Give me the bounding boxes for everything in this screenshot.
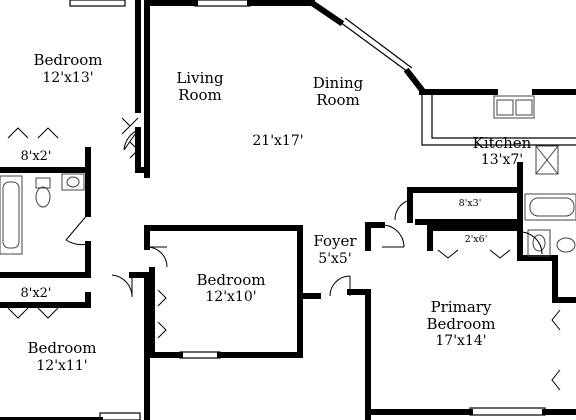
door-primary — [381, 224, 405, 248]
door-closet-right — [394, 199, 411, 221]
fixtures — [0, 95, 576, 257]
dims-closet-right-small: 2'x6' — [465, 234, 488, 245]
kitchen-sink — [493, 95, 535, 119]
toilet-left — [35, 177, 51, 189]
window-diagonal-dining — [339, 17, 413, 73]
door-bottom-left-bedroom — [111, 274, 133, 298]
door-center-bedroom — [146, 246, 168, 268]
label-living-1: Living — [176, 69, 224, 87]
closet-door-mid — [7, 307, 59, 319]
label-primary-1: Primary — [431, 298, 492, 316]
bathtub-right — [524, 193, 576, 221]
window-top-living — [194, 0, 251, 7]
dims-foyer: 5'x5' — [318, 251, 351, 267]
dims-living-dining: 21'x17' — [252, 133, 303, 149]
label-bedroom-bottom-left: Bedroom — [28, 339, 97, 357]
closet-door-top — [7, 127, 59, 139]
window-primary-bedroom — [469, 407, 546, 416]
window-center-bedroom — [179, 351, 221, 359]
door-bath-left — [65, 213, 89, 246]
dims-closet-mid-left: 8'x2' — [20, 286, 51, 301]
label-living-2: Room — [178, 86, 222, 104]
label-kitchen: Kitchen — [473, 134, 532, 152]
door-foyer-entry — [329, 275, 351, 297]
doors — [7, 117, 561, 391]
dims-bedroom-center: 12'x10' — [205, 289, 256, 305]
label-dining-2: Room — [316, 91, 360, 109]
room-labels: Bedroom 12'x13' Living Room Dining Room … — [20, 51, 531, 374]
door-bath-right — [519, 231, 543, 255]
dims-kitchen: 13'x7' — [481, 152, 523, 168]
closet-door-primary — [551, 309, 561, 391]
sink-left — [61, 173, 85, 191]
dims-closet-top-left: 8'x2' — [20, 149, 51, 164]
window-bottom-left — [99, 412, 141, 420]
bathtub-left — [0, 175, 23, 255]
dims-bedroom-top-left: 12'x13' — [42, 70, 93, 86]
windows — [69, 0, 546, 420]
closet-door-center — [157, 289, 167, 339]
label-foyer: Foyer — [313, 232, 357, 250]
kitchen-range — [535, 145, 559, 175]
dims-bedroom-bottom-left: 12'x11' — [36, 358, 87, 374]
toilet-right — [556, 237, 576, 253]
label-dining-1: Dining — [313, 74, 364, 92]
closet-door-top-left — [121, 117, 139, 159]
dims-closet-right-upper: 8'x3' — [459, 198, 482, 209]
door-top-left-bedroom — [123, 129, 139, 151]
label-bedroom-center: Bedroom — [197, 271, 266, 289]
sink-right — [527, 229, 551, 257]
dims-primary-bedroom: 17'x14' — [435, 333, 486, 349]
label-primary-2: Bedroom — [427, 315, 496, 333]
closet-door-right — [437, 249, 511, 259]
window-top-left — [69, 0, 126, 7]
label-bedroom-top-left: Bedroom — [34, 51, 103, 69]
